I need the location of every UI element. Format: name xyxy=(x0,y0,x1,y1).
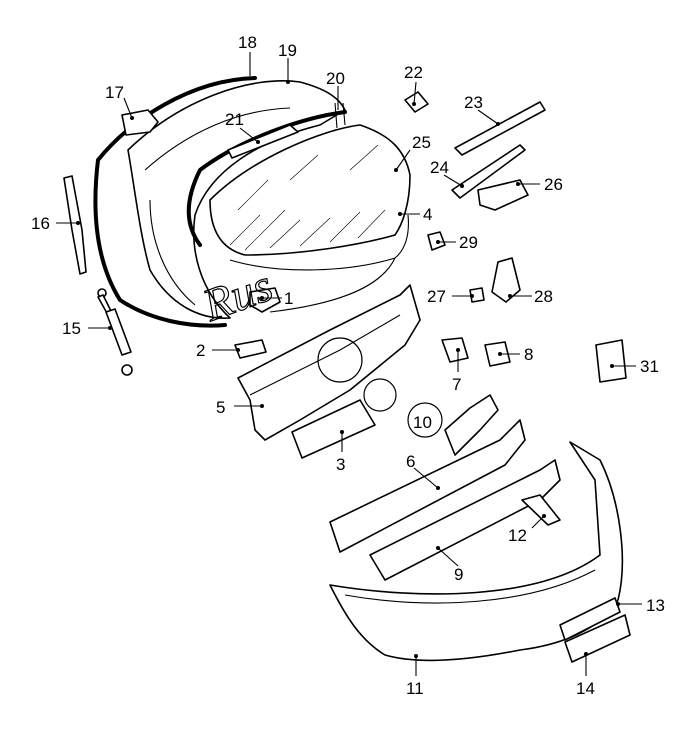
part-tow-bracket xyxy=(444,394,499,456)
svg-text:19: 19 xyxy=(278,41,297,60)
part-bracket xyxy=(234,339,267,359)
part-latch xyxy=(249,287,281,313)
svg-text:24: 24 xyxy=(430,158,449,177)
callout-8: 8 xyxy=(498,345,533,364)
callout-18: 18 xyxy=(238,33,257,76)
callout-5: 5 xyxy=(216,398,264,417)
svg-text:31: 31 xyxy=(640,357,659,376)
part-wiper-arm xyxy=(451,144,526,199)
callout-11: 11 xyxy=(406,654,424,698)
callout-26: 26 xyxy=(516,175,563,194)
callout-9: 9 xyxy=(436,546,463,584)
callout-10: 10 xyxy=(413,413,432,432)
callout-13: 13 xyxy=(616,596,665,615)
callout-22: 22 xyxy=(404,63,423,106)
svg-text:3: 3 xyxy=(336,455,345,474)
callout-29: 29 xyxy=(436,233,478,252)
part-lock-clip xyxy=(469,287,485,303)
callout-25: 25 xyxy=(394,133,431,172)
svg-text:9: 9 xyxy=(454,565,463,584)
svg-text:29: 29 xyxy=(459,233,478,252)
part-bulb-holder xyxy=(404,91,429,113)
svg-text:17: 17 xyxy=(105,83,124,102)
svg-text:8: 8 xyxy=(524,345,533,364)
svg-text:7: 7 xyxy=(452,375,461,394)
svg-text:13: 13 xyxy=(646,596,665,615)
callout-23: 23 xyxy=(464,93,500,126)
svg-text:26: 26 xyxy=(544,175,563,194)
part-side-moulding xyxy=(63,175,87,275)
callout-14: 14 xyxy=(576,652,595,698)
svg-text:25: 25 xyxy=(412,133,431,152)
part-bumper-bracket xyxy=(521,494,561,526)
callout-7: 7 xyxy=(452,348,461,394)
callout-19: 19 xyxy=(278,41,297,84)
svg-text:1: 1 xyxy=(284,289,293,308)
part-bumper-reinforcement xyxy=(369,459,561,581)
callout-1: 1 xyxy=(260,289,293,308)
svg-text:16: 16 xyxy=(31,214,50,233)
svg-text:18: 18 xyxy=(238,33,257,52)
svg-text:21: 21 xyxy=(225,110,244,129)
svg-text:20: 20 xyxy=(326,69,345,88)
part-impact-absorber xyxy=(329,419,526,553)
svg-text:22: 22 xyxy=(404,63,423,82)
part-spoiler xyxy=(454,101,546,156)
part-lock-actuator xyxy=(491,257,521,303)
part-striker xyxy=(441,337,469,363)
callout-2: 2 xyxy=(196,341,240,360)
callout-12: 12 xyxy=(508,514,546,545)
svg-text:5: 5 xyxy=(216,398,225,417)
part-reflector-lower xyxy=(564,614,631,663)
part-gas-strut xyxy=(97,288,133,376)
callout-16: 16 xyxy=(31,214,80,233)
svg-text:15: 15 xyxy=(62,319,81,338)
svg-text:28: 28 xyxy=(534,287,553,306)
callout-24: 24 xyxy=(430,158,464,188)
callout-28: 28 xyxy=(508,287,553,306)
part-control-module xyxy=(595,339,627,383)
callout-3: 3 xyxy=(336,430,345,474)
svg-text:4: 4 xyxy=(423,205,432,224)
callout-4: 4 xyxy=(398,205,432,224)
callout-31: 31 xyxy=(610,357,659,376)
part-wiper-motor xyxy=(477,179,529,211)
part-buffer xyxy=(484,341,511,367)
svg-text:23: 23 xyxy=(464,93,483,112)
svg-text:11: 11 xyxy=(406,679,424,698)
part-tailgate-seal-outer xyxy=(93,76,257,328)
svg-text:Rus: Rus xyxy=(196,259,279,331)
svg-text:6: 6 xyxy=(406,452,415,471)
svg-text:27: 27 xyxy=(427,287,446,306)
callout-6: 6 xyxy=(406,452,440,490)
part-tailgate-seal-inner xyxy=(186,110,347,247)
part-panel-trim xyxy=(291,399,376,459)
svg-text:2: 2 xyxy=(196,341,205,360)
part-tailgate xyxy=(127,80,346,319)
callout-15: 15 xyxy=(62,319,112,338)
part-reflector-upper xyxy=(559,597,621,641)
part-bumper-cover xyxy=(329,441,624,662)
part-rear-glass xyxy=(209,124,411,256)
svg-text:10: 10 xyxy=(413,413,432,432)
part-tailgate-inner-frame xyxy=(229,214,409,313)
svg-text:12: 12 xyxy=(508,526,527,545)
callout-20: 20 xyxy=(326,69,345,110)
part-rear-panel xyxy=(237,284,421,441)
callout-17: 17 xyxy=(105,83,134,120)
callout-27: 27 xyxy=(427,287,474,306)
callout-21: 21 xyxy=(225,110,260,144)
svg-text:14: 14 xyxy=(576,679,595,698)
part-brake-light xyxy=(227,124,299,159)
